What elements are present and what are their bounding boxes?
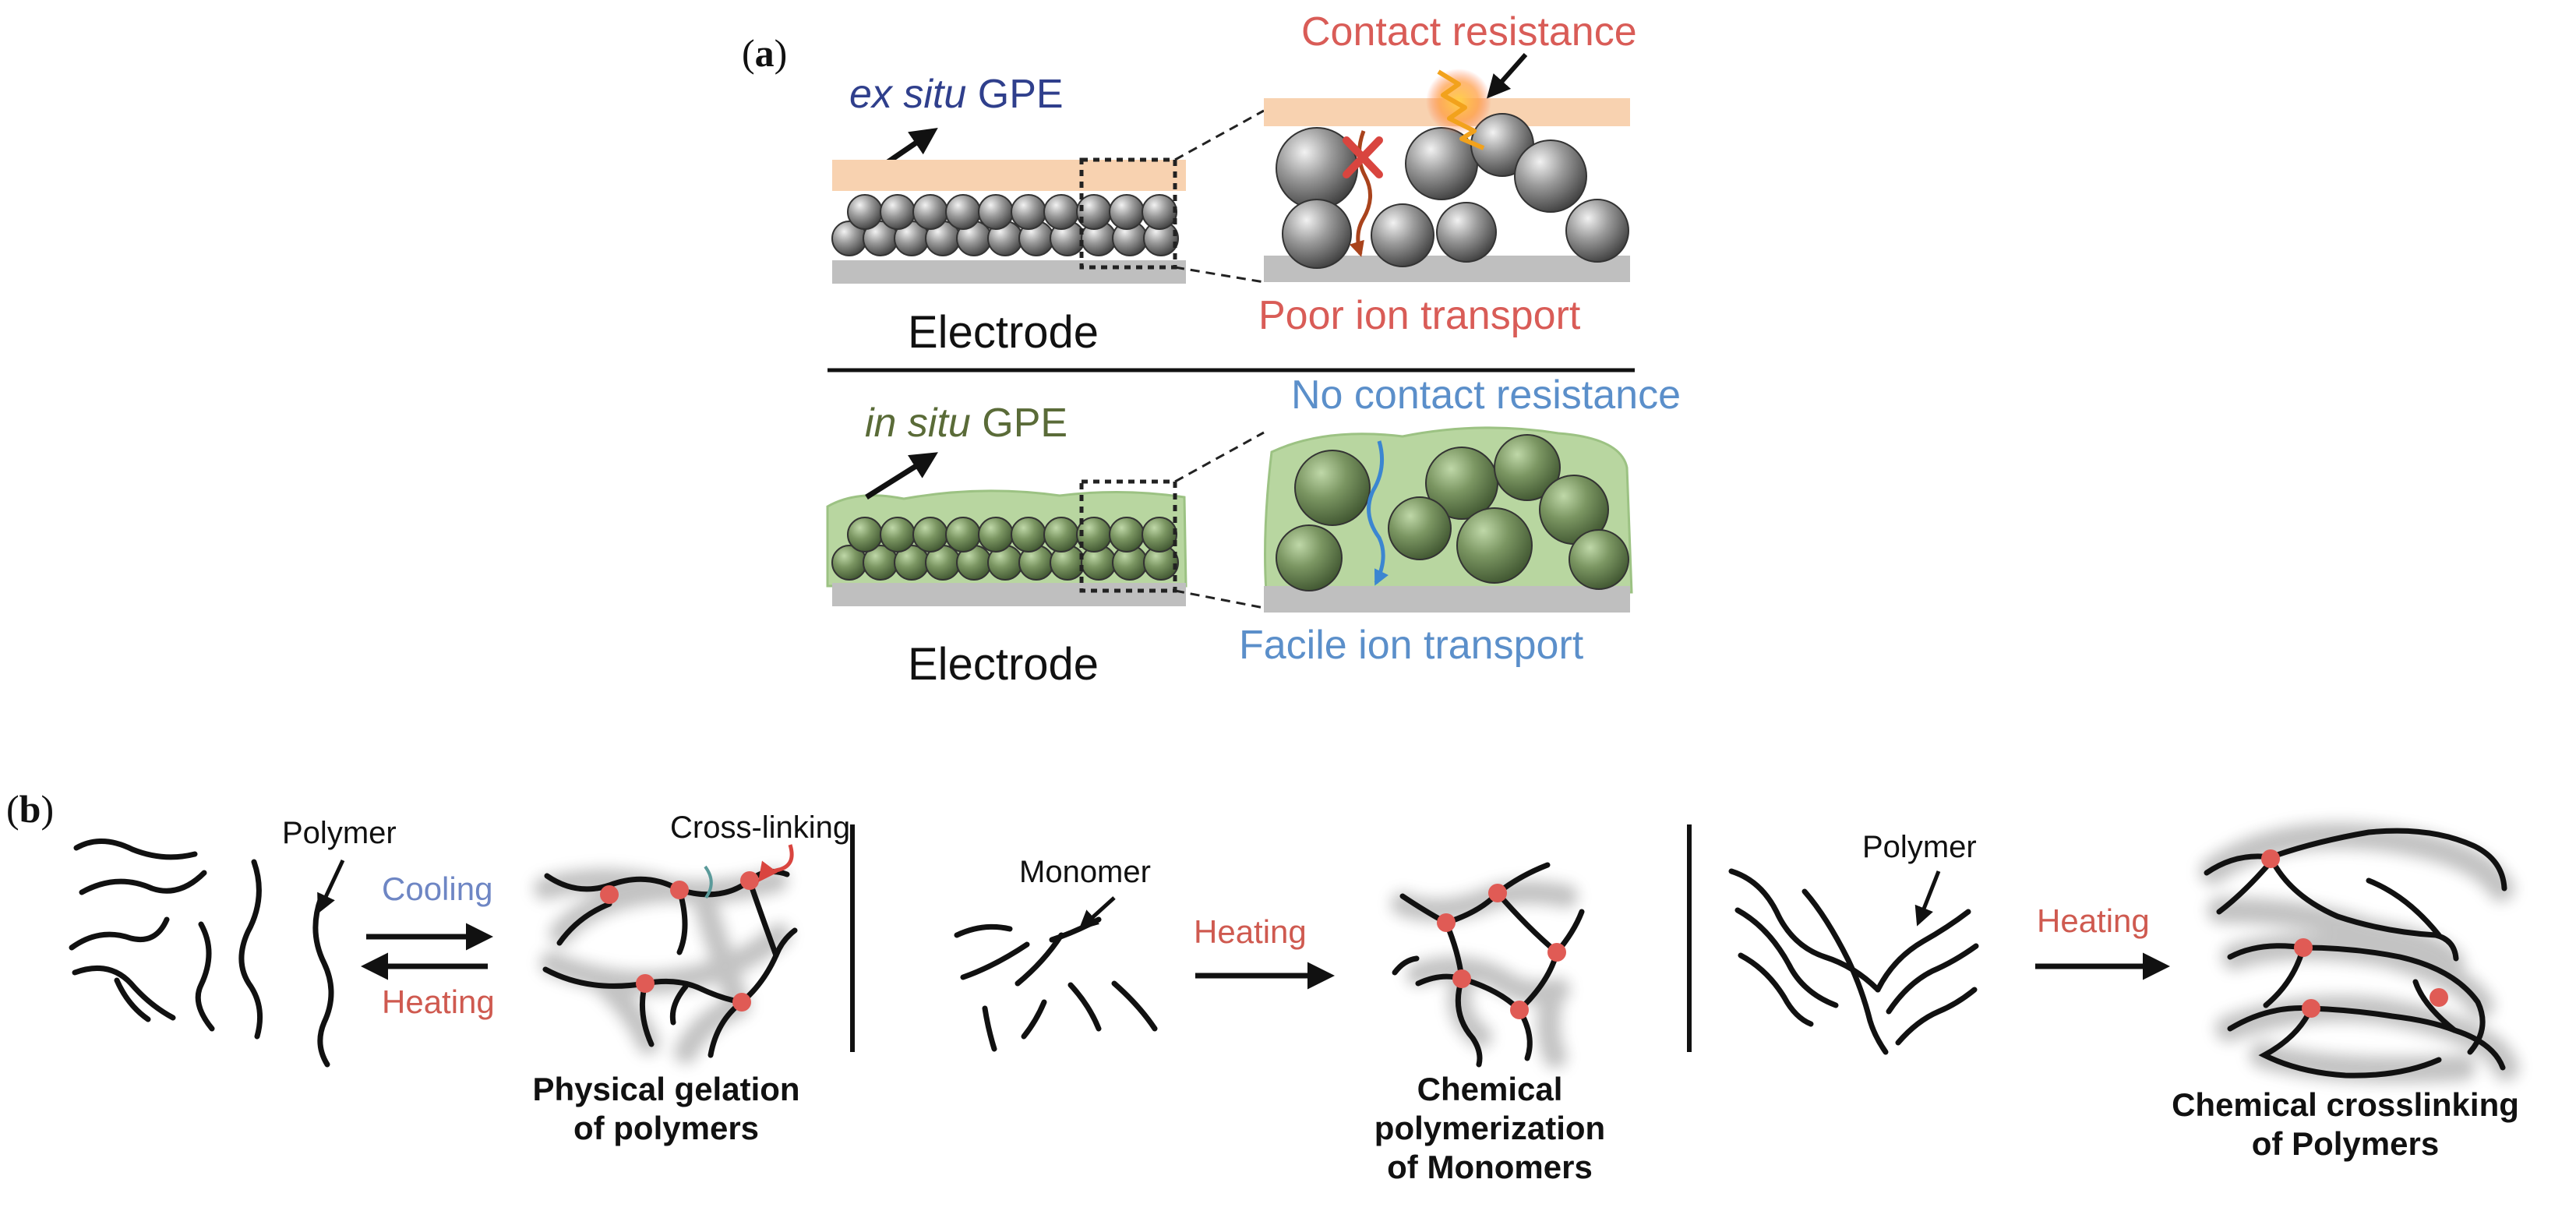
- crosslinking-label: Cross-linking: [670, 810, 850, 845]
- crosslink-polymer-pointer: [1914, 870, 1941, 927]
- polymerization-caption-line2: polymerization: [1374, 1110, 1605, 1146]
- particle-sphere: [1011, 194, 1046, 230]
- chemical-polymerization-section: Monomer Heating: [954, 855, 1605, 1185]
- ex-situ-particle-layer: [831, 194, 1179, 256]
- particle-sphere: [1109, 517, 1145, 553]
- ex-situ-zoom-particles: [1276, 113, 1629, 269]
- ex-situ-electrode-label: Electrode: [908, 307, 1099, 358]
- in-situ-zoom-line-top: [1174, 431, 1265, 483]
- monomer-pointer: [1078, 896, 1116, 930]
- in-situ-zoom-electrode: [1264, 586, 1630, 613]
- physical-polymer-label: Polymer: [282, 816, 397, 850]
- particle-sphere: [1569, 529, 1629, 590]
- in-situ-row: in situ GPE Electrode No contact resista…: [826, 372, 1681, 690]
- particle-sphere: [1456, 507, 1533, 584]
- ex-situ-gpe-layer: [832, 160, 1186, 191]
- particle-sphere: [880, 517, 916, 553]
- particle-sphere: [978, 194, 1014, 230]
- particle-sphere: [978, 517, 1014, 553]
- particle-sphere: [1142, 194, 1177, 230]
- polymerized-network: [1391, 862, 1585, 1068]
- particle-sphere: [1565, 199, 1629, 263]
- particle-sphere: [1436, 202, 1497, 263]
- crosslinking-heating-label: Heating: [2037, 902, 2150, 939]
- ex-situ-title: ex situ GPE: [849, 72, 1064, 117]
- ex-situ-electrode-base: [832, 260, 1186, 284]
- monomer-fragments: [954, 916, 1158, 1052]
- physical-heating-label: Heating: [382, 983, 495, 1020]
- contact-resistance-pointer-arrow: [1487, 53, 1528, 99]
- particle-sphere: [912, 194, 948, 230]
- monomer-label: Monomer: [1019, 855, 1151, 889]
- chemical-crosslinking-section: Polymer Heating: [1728, 822, 2519, 1162]
- particle-sphere: [1011, 517, 1046, 553]
- crosslinked-network: [2200, 822, 2519, 1083]
- particle-sphere: [1043, 517, 1079, 553]
- in-situ-electrode-label: Electrode: [908, 639, 1099, 690]
- in-situ-zoom-particles: [1276, 434, 1629, 591]
- ex-situ-zoom-detail: Contact resistance Poor ion transport: [1258, 9, 1637, 338]
- panel-a-label: (a): [742, 31, 787, 75]
- particle-sphere: [1371, 203, 1434, 267]
- particle-sphere: [945, 194, 981, 230]
- cooling-label: Cooling: [382, 870, 492, 907]
- poor-ion-transport-note: Poor ion transport: [1258, 293, 1581, 338]
- polymerization-crosslink-dots: [1437, 884, 1566, 1019]
- particle-sphere: [1388, 496, 1452, 560]
- polymerization-heating-label: Heating: [1194, 913, 1307, 950]
- in-situ-electrode-base: [832, 583, 1186, 606]
- particle-sphere: [847, 194, 883, 230]
- facile-ion-transport-note: Facile ion transport: [1239, 623, 1584, 668]
- in-situ-pointer-arrow: [865, 452, 938, 500]
- in-situ-particle-layer: [831, 517, 1179, 581]
- physical-polymer-pointer: [317, 859, 345, 914]
- particle-sphere: [1494, 434, 1561, 501]
- particle-sphere: [945, 517, 981, 553]
- particle-sphere: [1043, 194, 1079, 230]
- particle-sphere: [912, 517, 948, 553]
- in-situ-zoom-detail: No contact resistance Facile ion transpo…: [1239, 372, 1681, 668]
- crosslinking-caption-line2: of Polymers: [2252, 1125, 2439, 1162]
- ex-situ-zoom-line-bottom: [1174, 266, 1265, 284]
- panel-b-label: (b): [6, 787, 54, 831]
- ex-situ-zoom-box: [1079, 157, 1177, 270]
- polymerization-caption-line3: of Monomers: [1387, 1149, 1593, 1185]
- particle-sphere: [1142, 517, 1177, 553]
- particle-sphere: [1076, 194, 1112, 230]
- physical-caption-line2: of polymers: [573, 1110, 759, 1146]
- loose-polymer-chains: [69, 839, 334, 1068]
- particle-sphere: [1282, 199, 1352, 269]
- polymerization-caption-line1: Chemical: [1417, 1071, 1563, 1107]
- crosslink-polymer-label: Polymer: [1862, 830, 1977, 864]
- particle-sphere: [1514, 139, 1587, 213]
- panel-b: (b) Polymer Cooling Heating: [6, 787, 2519, 1185]
- particle-sphere: [1109, 194, 1145, 230]
- crosslink-dots: [600, 871, 759, 1012]
- physical-gel-network: [534, 865, 798, 1064]
- contact-resistance-spark-icon: [1426, 69, 1491, 150]
- ex-situ-zoom-line-top: [1174, 109, 1265, 161]
- crosslinking-pointer: [757, 844, 794, 882]
- in-situ-zoom-box: [1079, 479, 1177, 593]
- crosslinking-dots: [2261, 849, 2448, 1018]
- blocked-x-icon: [1343, 136, 1383, 178]
- panel-a: (a) ex situ GPE Electrode: [742, 9, 1681, 690]
- no-contact-resistance-note: No contact resistance: [1291, 372, 1681, 418]
- facile-ion-path: [1367, 440, 1389, 586]
- physical-caption-line1: Physical gelation: [532, 1071, 799, 1107]
- particle-sphere: [880, 194, 916, 230]
- particle-sphere: [1276, 524, 1343, 591]
- in-situ-title: in situ GPE: [865, 401, 1067, 446]
- in-situ-zoom-line-bottom: [1174, 589, 1265, 609]
- particle-sphere: [847, 517, 883, 553]
- crosslinking-caption-line1: Chemical crosslinking: [2172, 1086, 2519, 1123]
- particle-sphere: [1294, 450, 1371, 526]
- physical-gelation-section: Polymer Cooling Heating: [69, 810, 850, 1146]
- crosslink-polymer-chains: [1728, 868, 1979, 1055]
- contact-resistance-note: Contact resistance: [1301, 9, 1637, 55]
- ex-situ-row: ex situ GPE Electrode: [831, 9, 1637, 358]
